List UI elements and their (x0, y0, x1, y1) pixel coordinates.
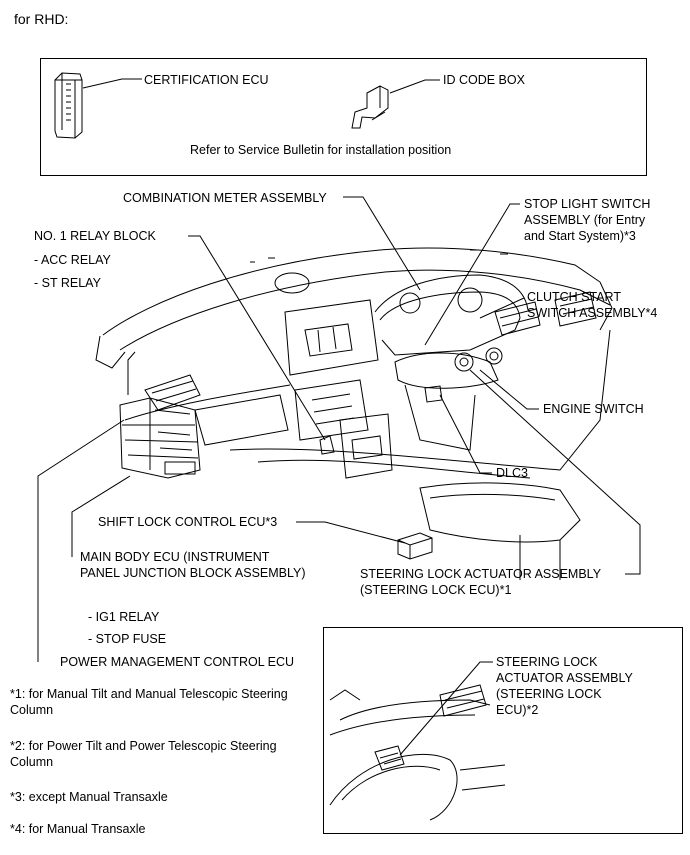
label-id-code-box: ID CODE BOX (443, 73, 525, 87)
page-heading: for RHD: (14, 11, 69, 27)
label-combination-meter: COMBINATION METER ASSEMBLY (123, 191, 327, 205)
label-st-relay: - ST RELAY (34, 276, 101, 290)
label-steering-lock-actuator-2: (STEERING LOCK ECU)*1 (360, 583, 512, 597)
inset-box (323, 627, 683, 834)
footnote-2-line-1: *2: for Power Tilt and Power Telescopic … (10, 739, 277, 753)
label-main-body-ecu-1: MAIN BODY ECU (INSTRUMENT (80, 550, 270, 564)
id-code-box-illustration (351, 85, 389, 129)
label-certification-ecu: CERTIFICATION ECU (144, 73, 269, 87)
label-ig1-relay: - IG1 RELAY (88, 610, 160, 624)
footnote-3: *3: except Manual Transaxle (10, 790, 168, 804)
label-shift-lock-ecu: SHIFT LOCK CONTROL ECU*3 (98, 515, 278, 529)
label-power-mgmt-ecu: POWER MANAGEMENT CONTROL ECU (60, 655, 295, 669)
label-main-body-ecu-2: PANEL JUNCTION BLOCK ASSEMBLY) (80, 566, 306, 580)
label-stop-fuse: - STOP FUSE (88, 632, 167, 646)
footnote-2-line-2: Column (10, 755, 54, 769)
inset-illustration (329, 684, 506, 821)
label-clutch-start-1: CLUTCH START (527, 290, 621, 304)
label-clutch-start-2: SWITCH ASSEMBLY*4 (527, 306, 658, 320)
inset-label-1: STEERING LOCK (496, 655, 598, 669)
footnote-1-line-1: *1: for Manual Tilt and Manual Telescopi… (10, 687, 288, 701)
label-steering-lock-actuator-1: STEERING LOCK ACTUATOR ASSEMBLY (360, 567, 602, 581)
inset-label-3: (STEERING LOCK (496, 687, 602, 701)
label-relay-block: NO. 1 RELAY BLOCK (34, 229, 156, 243)
inset-label-2: ACTUATOR ASSEMBLY (496, 671, 633, 685)
label-dlc3: DLC3 (496, 466, 528, 480)
label-engine-switch: ENGINE SWITCH (543, 402, 644, 416)
label-stop-light-switch-2: ASSEMBLY (for Entry (524, 213, 646, 227)
label-stop-light-switch-1: STOP LIGHT SWITCH (524, 197, 651, 211)
footnote-4: *4: for Manual Transaxle (10, 822, 146, 836)
installation-note: Refer to Service Bulletin for installati… (190, 143, 452, 157)
footnote-1-line-2: Column (10, 703, 54, 717)
label-stop-light-switch-3: and Start System)*3 (524, 229, 636, 243)
dashboard-illustration (95, 247, 613, 580)
certification-ecu-illustration (54, 72, 83, 139)
inset-label-4: ECU)*2 (496, 703, 539, 717)
label-acc-relay: - ACC RELAY (34, 253, 111, 267)
parts-box (40, 58, 647, 176)
